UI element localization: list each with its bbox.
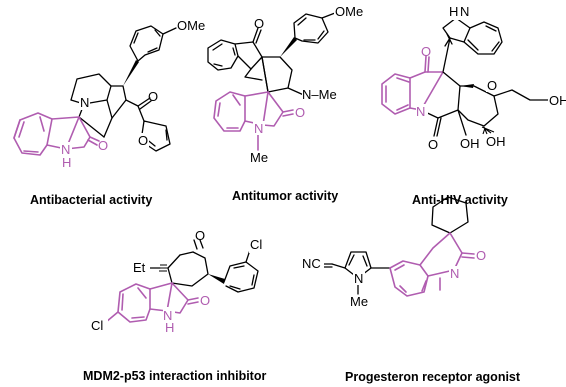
compound-antibacterial: OMe N O O O N H Antibacterial activity: [13, 18, 213, 207]
caption-mdm2: MDM2-p53 interaction inhibitor: [83, 369, 266, 383]
c3-ketone-o-label: O: [421, 44, 431, 59]
c4-indole-cl-label: Cl: [91, 318, 103, 333]
c3-indole-n-label: N: [460, 4, 469, 19]
c1-furan-o-label: O: [138, 133, 148, 148]
caption-anti-hiv: Anti-HIV activity: [412, 193, 508, 207]
caption-antitumor: Antitumor activity: [232, 189, 338, 203]
compound-progesteron: NC N Me O N Progesteron receptor agonist: [302, 196, 521, 384]
c5-me-label: Me: [350, 294, 368, 309]
c1-ome-label: OMe: [177, 18, 205, 33]
c2-ketone-o-label: O: [254, 16, 264, 31]
c1-h-label: H: [62, 155, 71, 170]
c2-lactam-o-label: O: [295, 105, 305, 120]
c3-h-label: H: [449, 4, 458, 19]
caption-progesteron: Progesteron receptor agonist: [345, 370, 521, 384]
c4-lactam-o-label: O: [200, 293, 210, 308]
caption-antibacterial: Antibacterial activity: [30, 193, 152, 207]
c1-n-label: N: [80, 95, 89, 110]
c3-oh1-label: OH: [460, 136, 480, 151]
c4-ketone-o-label: O: [195, 228, 205, 243]
c5-nc-label: NC: [302, 256, 321, 271]
c1-nh-label: N: [61, 142, 70, 157]
c4-h-label: H: [165, 320, 174, 335]
compound-anti-hiv: H N O N O OH O OH OH Anti-HIV activity: [381, 4, 566, 207]
c5-n-label: N: [450, 266, 459, 281]
c5-lactam-o-label: O: [476, 248, 486, 263]
c4-aryl-cl-label: Cl: [250, 237, 262, 252]
c3-ch2oh-label: OH: [549, 93, 566, 108]
c3-n-label: N: [416, 104, 425, 119]
c2-me-label: Me: [250, 150, 268, 165]
c2-n-label: N: [254, 121, 263, 136]
c2-ome-label: OMe: [335, 4, 363, 19]
c3-ring-o-label: O: [487, 78, 497, 93]
compound-antitumor: O OMe N–Me O N Me Antitumor activity: [207, 4, 370, 203]
c4-nh-label: N: [163, 308, 172, 323]
c5-pyrrole-n-label: N: [354, 271, 363, 286]
c1-lactam-o-label: O: [98, 138, 108, 153]
c4-et-label: Et: [133, 260, 146, 275]
c3-lactam-o-label: O: [428, 137, 438, 152]
compound-mdm2: O Et Cl Cl O N H MDM2-p53 interaction in…: [83, 228, 267, 383]
c2-nme-label: N–Me: [302, 87, 337, 102]
c1-ketone-o-label: O: [148, 89, 158, 104]
c3-oh2-label: OH: [486, 134, 506, 149]
